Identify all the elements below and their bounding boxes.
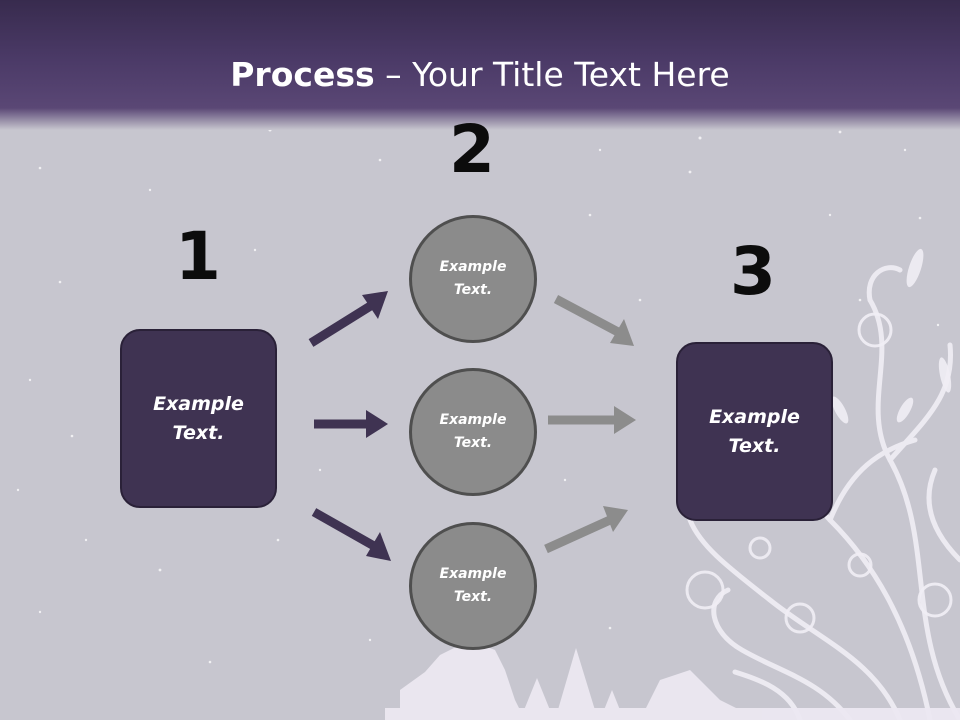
arrow-1-to-node-1 [308,291,388,347]
step-1-label: Example Text. [153,392,244,444]
landscape-silhouette [385,640,960,720]
step-2-node-1: Example Text. [409,215,537,343]
step-2-number: 2 [449,111,495,188]
step-2-node-2: Example Text. [409,368,537,496]
step-3-box: Example Text. [676,342,833,521]
arrow-node-1-to-3 [553,295,634,346]
arrow-node-2-to-3 [548,406,636,434]
step-1-number: 1 [175,218,221,295]
step-3-label: Example Text. [709,405,800,457]
swirl-curls [685,312,953,634]
arrow-1-to-node-3 [311,508,391,561]
page-title: Process – Your Title Text Here [0,52,960,98]
snow-dots [16,126,940,664]
step-2-node-3: Example Text. [409,522,537,650]
step-3-number: 3 [730,233,776,310]
step-2-node-1-label: Example Text. [439,259,507,298]
arrow-node-3-to-3 [544,506,628,554]
step-2-node-2-label: Example Text. [439,412,507,451]
arrow-1-to-node-2 [314,410,388,438]
step-2-node-3-label: Example Text. [439,566,507,605]
step-1-box: Example Text. [120,329,277,508]
title-bold: Process [230,55,375,94]
title-rest: – Your Title Text Here [374,55,730,94]
foliage-leaves [831,248,952,424]
header-band [0,0,960,130]
